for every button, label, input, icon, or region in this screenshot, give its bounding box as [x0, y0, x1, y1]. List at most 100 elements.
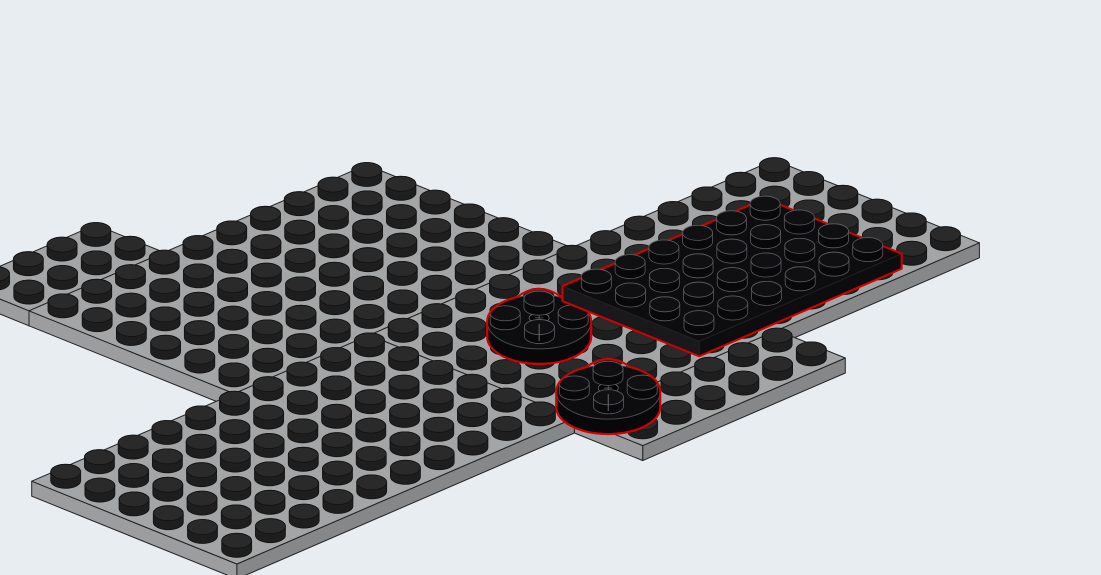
- stud: [692, 187, 722, 211]
- stud: [187, 463, 217, 487]
- stud: [218, 278, 248, 302]
- stud: [862, 199, 892, 223]
- stud: [251, 263, 281, 287]
- stud: [423, 389, 453, 413]
- stud: [695, 386, 725, 410]
- stud: [615, 255, 645, 279]
- stud: [321, 348, 351, 372]
- stud: [184, 321, 214, 345]
- stud: [82, 279, 112, 303]
- stud: [355, 390, 385, 414]
- stud: [421, 275, 451, 299]
- stud: [387, 262, 417, 286]
- stud: [287, 391, 317, 415]
- stud: [150, 279, 180, 303]
- stud: [115, 265, 145, 289]
- stud: [116, 293, 146, 317]
- stud: [221, 477, 251, 501]
- stud: [183, 264, 213, 288]
- stud: [13, 252, 43, 276]
- stud: [353, 219, 383, 243]
- stud: [115, 236, 145, 260]
- stud: [559, 376, 589, 400]
- stud: [491, 388, 521, 412]
- stud: [456, 318, 486, 342]
- stud: [455, 232, 485, 256]
- stud: [525, 374, 555, 398]
- stud: [352, 163, 382, 187]
- stud: [184, 292, 214, 316]
- stud: [252, 292, 282, 316]
- stud: [81, 251, 111, 275]
- stud: [186, 434, 216, 458]
- stud: [386, 176, 416, 200]
- stud: [14, 280, 44, 304]
- stud: [354, 276, 384, 300]
- stud: [319, 234, 349, 258]
- stud: [186, 406, 216, 430]
- stud: [649, 240, 679, 264]
- stud: [48, 266, 78, 290]
- stud: [424, 417, 454, 441]
- stud: [221, 505, 251, 529]
- stud: [649, 268, 679, 292]
- stud: [149, 250, 179, 274]
- stud: [252, 320, 282, 344]
- stud: [489, 246, 519, 270]
- stud: [48, 294, 78, 318]
- stud: [828, 185, 858, 209]
- stud: [187, 520, 217, 544]
- stud: [287, 362, 317, 386]
- stud: [322, 404, 352, 428]
- stud: [422, 332, 452, 356]
- stud: [661, 400, 691, 424]
- stud: [763, 357, 793, 381]
- stud: [286, 334, 316, 358]
- stud: [323, 490, 353, 514]
- stud: [321, 376, 351, 400]
- stud: [250, 206, 280, 230]
- stud: [422, 304, 452, 328]
- stud: [152, 421, 182, 445]
- stud: [489, 218, 519, 242]
- stud: [85, 478, 115, 502]
- stud: [253, 377, 283, 401]
- stud: [354, 333, 384, 357]
- stud: [421, 219, 451, 243]
- stud: [289, 476, 319, 500]
- stud: [729, 371, 759, 395]
- stud: [456, 289, 486, 313]
- stud: [624, 216, 654, 240]
- stud: [819, 224, 849, 248]
- stud: [81, 223, 111, 247]
- stud: [255, 490, 285, 514]
- stud: [386, 205, 416, 229]
- stud: [187, 491, 217, 515]
- stud: [489, 275, 519, 299]
- stud: [455, 261, 485, 285]
- stud: [220, 448, 250, 472]
- stud: [288, 419, 318, 443]
- stud: [759, 158, 789, 182]
- stud: [355, 361, 385, 385]
- stud: [523, 232, 553, 256]
- stud: [319, 262, 349, 286]
- scene-root: [0, 158, 979, 575]
- stud: [286, 305, 316, 329]
- stud: [718, 296, 748, 320]
- stud: [591, 231, 621, 255]
- stud: [390, 460, 420, 484]
- stud: [750, 196, 780, 220]
- stud: [683, 254, 713, 278]
- stud: [217, 221, 247, 245]
- stud: [320, 319, 350, 343]
- stud: [684, 311, 714, 335]
- stud: [896, 213, 926, 237]
- stud: [454, 204, 484, 228]
- stud: [930, 227, 960, 251]
- stud: [286, 277, 316, 301]
- stud: [726, 172, 756, 196]
- stud: [356, 418, 386, 442]
- stud: [420, 190, 450, 214]
